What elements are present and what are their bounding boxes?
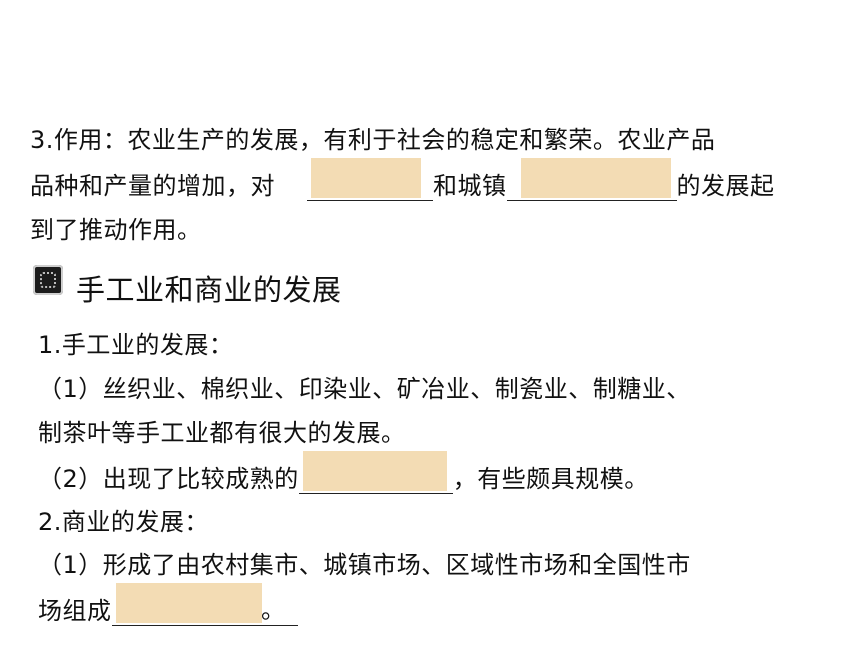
commerce-item1-end: 。 [261, 596, 286, 624]
effect-line-1: 3.作用：农业生产的发展，有利于社会的稳定和繁荣。农业产品 [30, 126, 716, 154]
answer-cover-1 [311, 158, 421, 198]
answer-cover-3 [302, 451, 447, 491]
effect-line-2: 品种和产量的增加，对 和城镇 的发展起 [30, 158, 775, 201]
answer-cover-2 [520, 158, 671, 198]
answer-blank-2[interactable] [506, 158, 677, 201]
effect-line-2-middle: 和城镇 [433, 172, 507, 200]
answer-cover-4 [115, 583, 262, 623]
effect-line-3: 到了推动作用。 [30, 216, 202, 244]
handicraft-item2-end: ，有些颇具规模。 [452, 465, 649, 493]
handicraft-title: 1.手工业的发展： [38, 331, 234, 359]
commerce-item1-line1: （1）形成了由农村集市、城镇市场、区域性市场和全国性市 [38, 551, 691, 579]
commerce-item1-start: 场组成 [38, 597, 112, 625]
commerce-title: 2.商业的发展： [38, 508, 209, 536]
answer-blank-4[interactable]: 。 [111, 583, 298, 626]
handicraft-item1-line2: 制茶叶等手工业都有很大的发展。 [38, 419, 406, 447]
handicraft-item2-start: （2）出现了比较成熟的 [38, 465, 299, 493]
handicraft-item1-line1: （1）丝织业、棉织业、印染业、矿冶业、制瓷业、制糖业、 [38, 375, 691, 403]
section-icon [33, 265, 63, 295]
effect-line-2-start: 品种和产量的增加，对 [30, 172, 275, 200]
answer-blank-3[interactable] [298, 451, 453, 494]
effect-line-2-end: 的发展起 [676, 172, 775, 200]
commerce-item1-line2: 场组成 。 [38, 583, 298, 626]
section-heading: 手工业和商业的发展 [76, 273, 342, 307]
answer-blank-1[interactable] [307, 158, 433, 201]
handicraft-item2: （2）出现了比较成熟的 ，有些颇具规模。 [38, 451, 649, 494]
